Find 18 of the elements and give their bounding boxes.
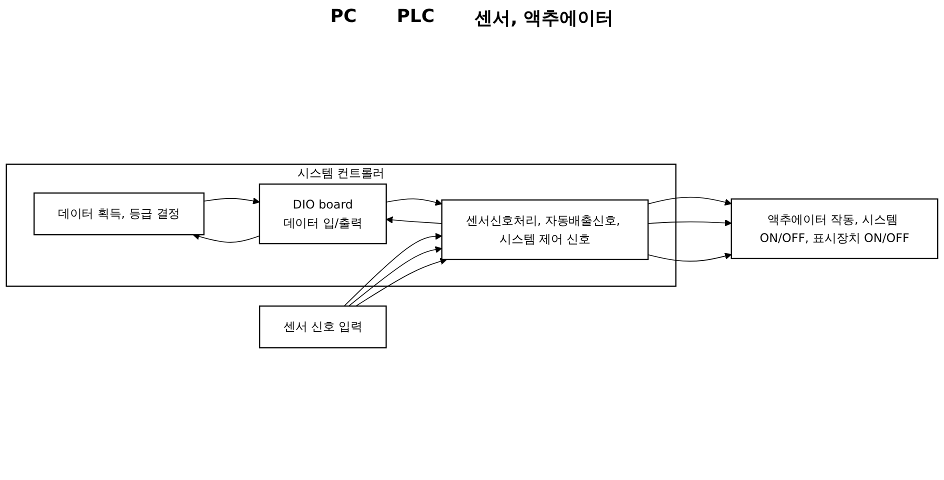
arrow <box>648 196 732 206</box>
section-label: PLC <box>396 6 435 29</box>
arrow <box>344 232 442 306</box>
arrow <box>204 198 260 204</box>
node-box: 센서신호처리, 자동배출신호, 시스템 제어 신호 <box>441 199 649 260</box>
node-box: 센서 신호 입력 <box>259 305 387 348</box>
arrow <box>192 233 260 243</box>
section-label: 센서, 액추에이터 <box>474 7 614 30</box>
section-label: PC <box>330 6 357 29</box>
arrow <box>648 219 732 226</box>
arrow <box>348 246 442 306</box>
node-box: DIO board 데이터 입/출력 <box>258 184 387 244</box>
arrow <box>356 258 448 306</box>
arrow <box>386 198 442 206</box>
node-box: 액추에이터 작동, 시스템 ON/OFF, 표시장치 ON/OFF <box>730 198 938 260</box>
arrow <box>648 252 732 262</box>
arrow <box>386 216 442 224</box>
node-box: 데이터 획득, 등급 결정 <box>34 192 205 236</box>
